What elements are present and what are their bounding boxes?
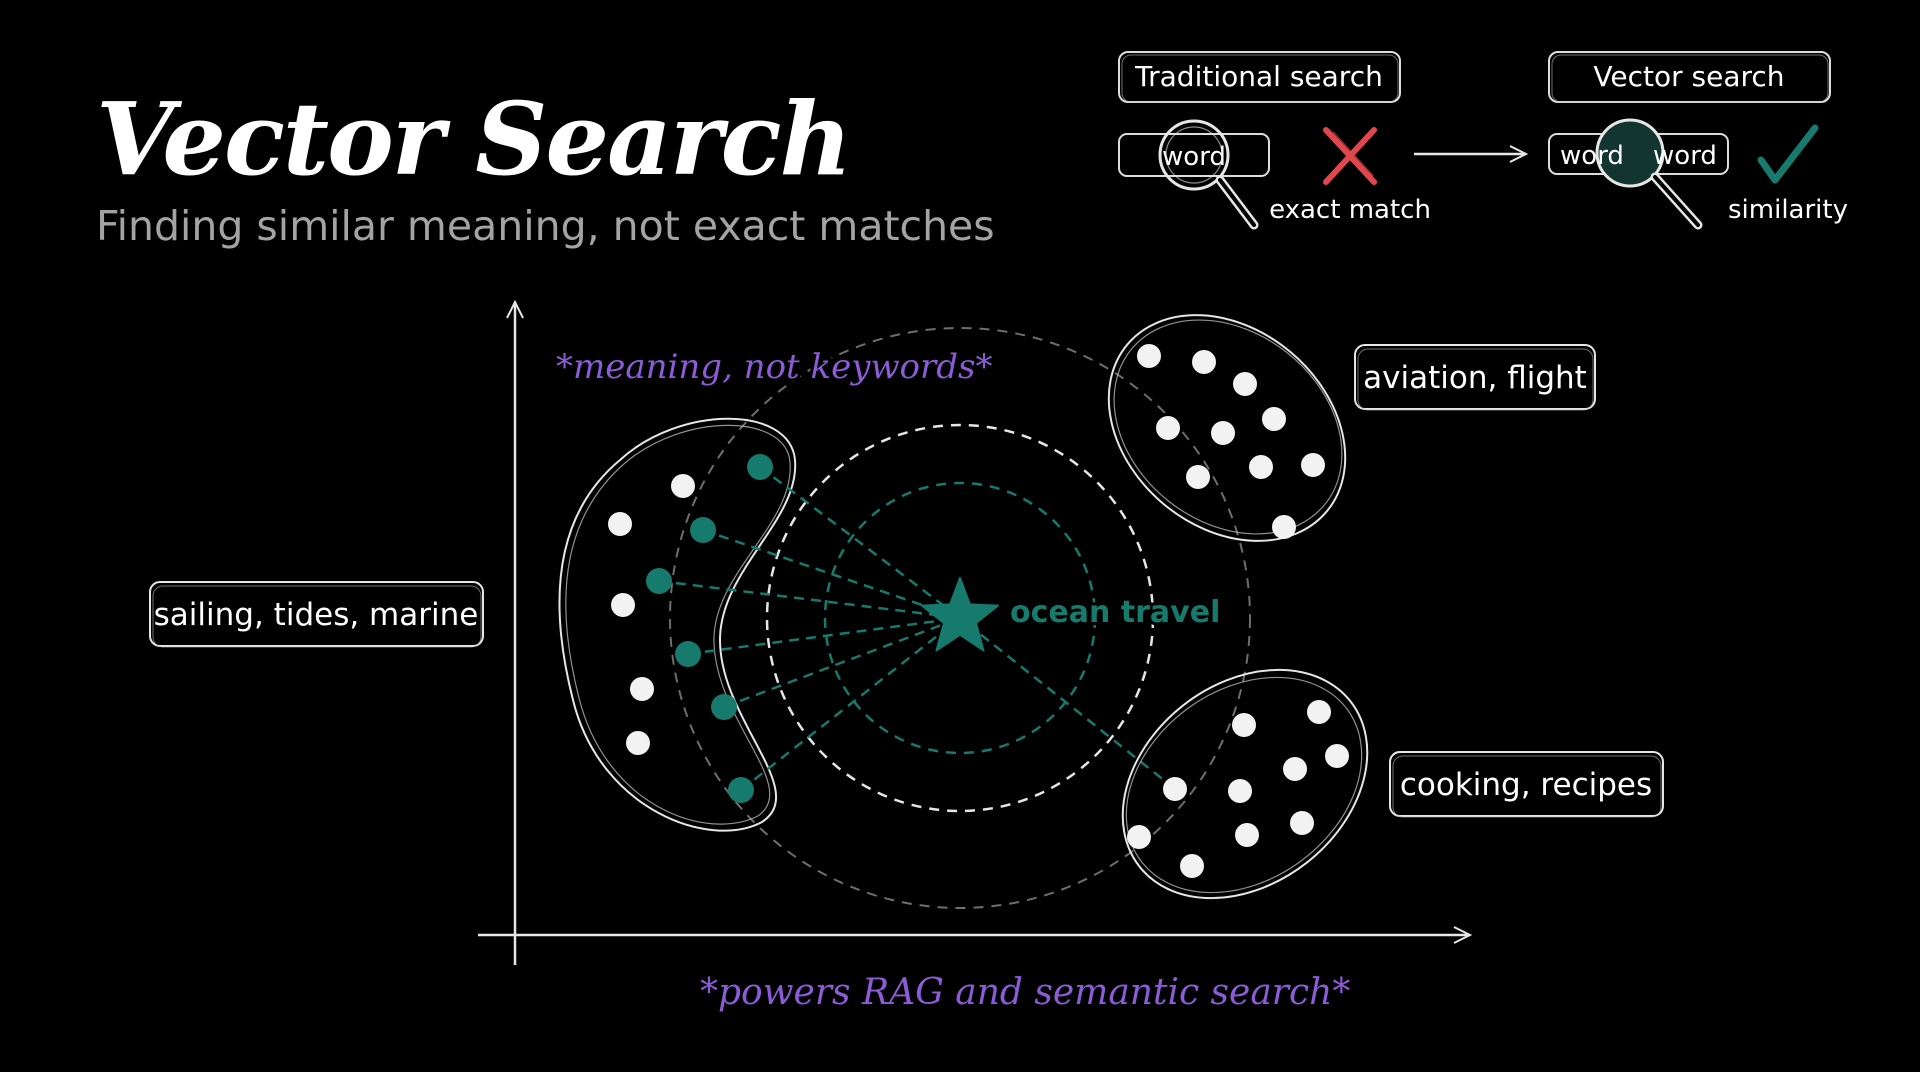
similarity-lines	[658, 466, 1176, 791]
data-point	[1211, 421, 1235, 445]
top-annotation: *meaning, not keywords*	[556, 347, 993, 387]
word-chip-2-label: word	[1653, 141, 1717, 171]
data-point	[1192, 350, 1216, 374]
data-point	[626, 731, 650, 755]
cooking-cluster	[1121, 668, 1369, 900]
marine-cluster	[558, 417, 1176, 832]
data-point	[1228, 779, 1252, 803]
word-chip	[1118, 133, 1270, 177]
marine-cluster-label-text: sailing, tides, marine	[154, 597, 479, 633]
query-label: ocean travel	[1010, 595, 1220, 630]
aviation-cluster-label: aviation, flight	[1354, 344, 1596, 411]
data-point	[1127, 825, 1151, 849]
marine-cluster-label: sailing, tides, marine	[149, 581, 484, 648]
page-subtitle: Finding similar meaning, not exact match…	[96, 202, 995, 250]
aviation-cluster	[1107, 314, 1347, 542]
magnifier-icon	[1595, 118, 1703, 230]
data-point	[608, 512, 632, 536]
data-point	[1137, 344, 1161, 368]
similarity-ring-outer	[669, 327, 1251, 909]
matched-point	[711, 694, 737, 720]
word-chip-1-label: word	[1560, 141, 1624, 171]
matched-point	[675, 641, 701, 667]
data-point	[1283, 757, 1307, 781]
data-point	[1272, 515, 1296, 539]
bottom-annotation: *powers RAG and semantic search*	[700, 972, 1350, 1013]
magnifier-icon	[1158, 119, 1259, 230]
matched-point	[747, 454, 773, 480]
traditional-search-panel: Traditional search word exact match	[1118, 51, 1431, 230]
data-point	[1180, 854, 1204, 878]
data-point	[1301, 453, 1325, 477]
cross-icon	[1323, 127, 1377, 185]
cooking-cluster-outline	[1121, 668, 1369, 900]
data-point	[1186, 465, 1210, 489]
data-point	[611, 593, 635, 617]
data-point	[1156, 416, 1180, 440]
data-point	[671, 474, 695, 498]
data-point	[1262, 407, 1286, 431]
similarity-ring-inner	[823, 481, 1097, 755]
data-point	[1163, 777, 1187, 801]
data-point	[1235, 823, 1259, 847]
cooking-cluster-label-text: cooking, recipes	[1400, 767, 1652, 803]
exact-match-label: exact match	[1269, 195, 1431, 225]
similarity-label: similarity	[1728, 195, 1848, 225]
data-point	[1249, 455, 1273, 479]
data-point	[1325, 744, 1349, 768]
traditional-search-label: Traditional search	[1134, 60, 1383, 93]
data-point	[1307, 700, 1331, 724]
word-chip-label: word	[1162, 142, 1226, 172]
similarity-ring-middle	[765, 423, 1155, 813]
marine-points	[608, 454, 773, 803]
aviation-cluster-outline	[1107, 314, 1347, 542]
aviation-cluster-label-text: aviation, flight	[1363, 360, 1587, 396]
data-point	[1290, 811, 1314, 835]
marine-cluster-outline	[558, 417, 797, 832]
data-point	[1233, 372, 1257, 396]
data-point	[1232, 713, 1256, 737]
vector-search-panel: Vector search word word similarity	[1548, 51, 1848, 230]
page-title: Vector Search	[96, 80, 852, 198]
data-point	[630, 677, 654, 701]
star-icon	[921, 577, 999, 652]
matched-point	[690, 517, 716, 543]
cooking-cluster-label: cooking, recipes	[1389, 751, 1664, 818]
vector-search-label: Vector search	[1593, 60, 1784, 93]
matched-point	[728, 777, 754, 803]
matched-point	[646, 568, 672, 594]
check-icon	[1757, 124, 1819, 184]
